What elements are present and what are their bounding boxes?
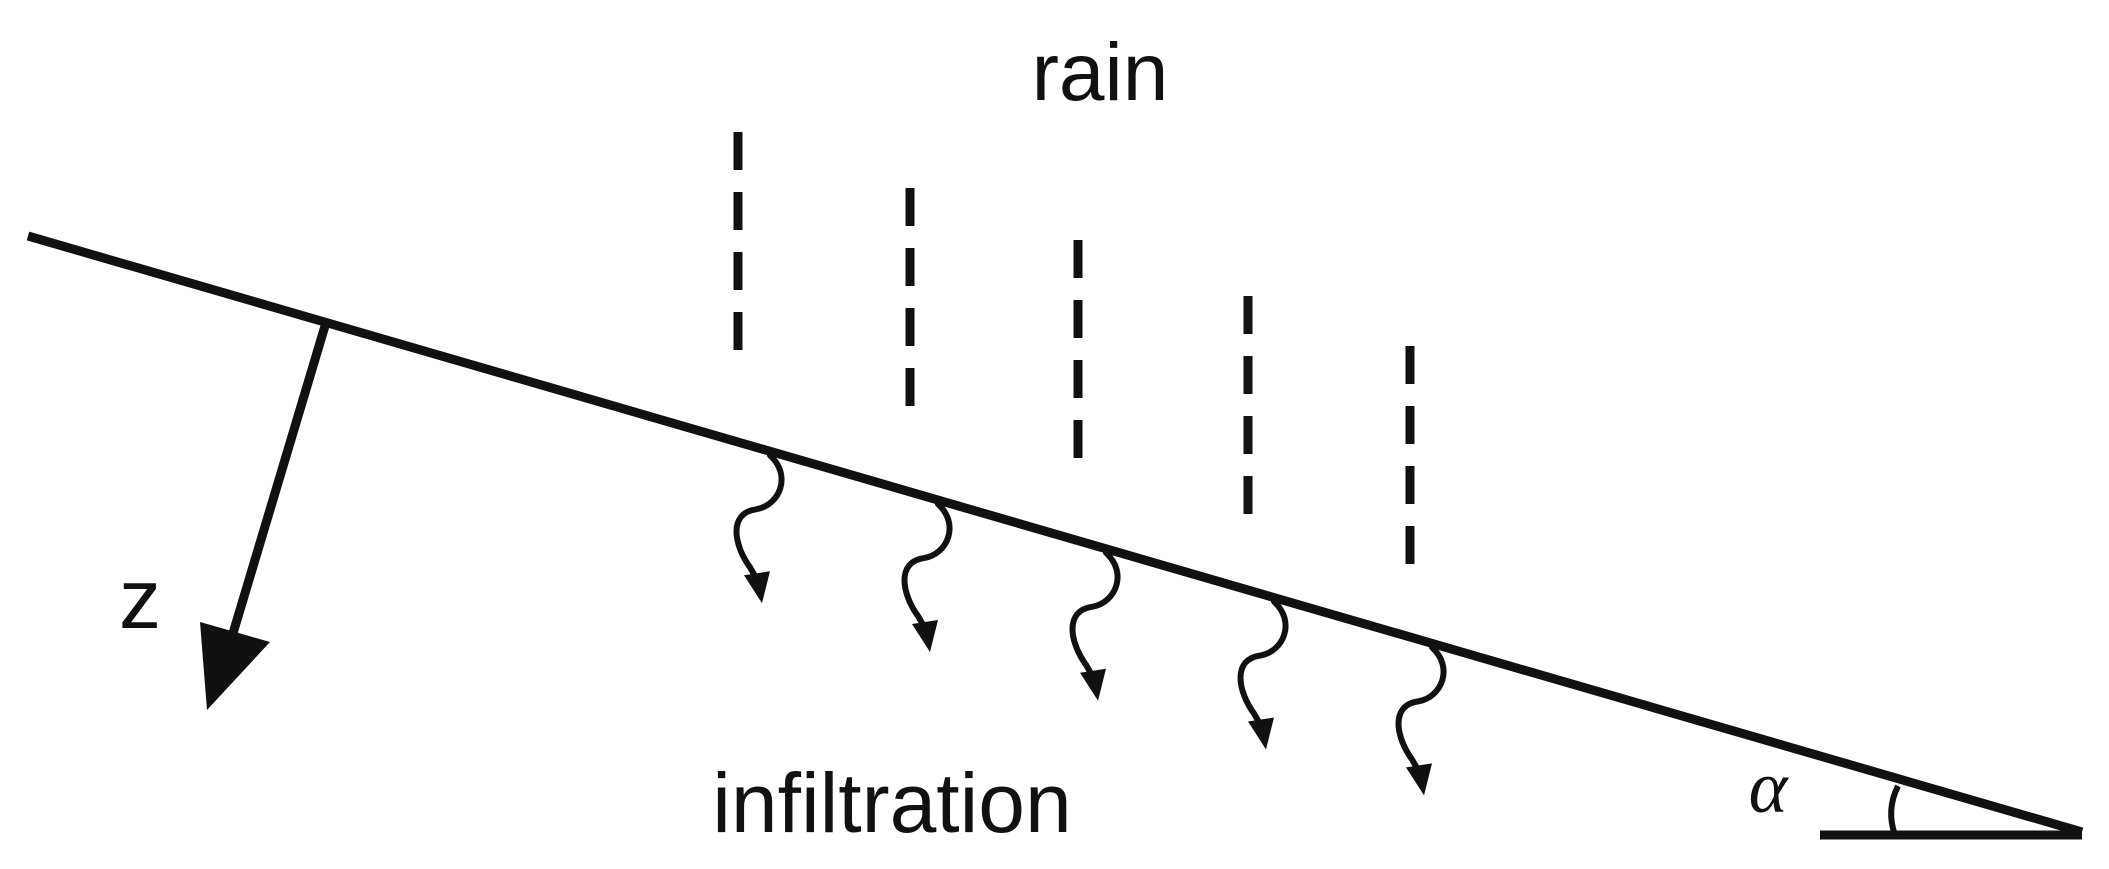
slope-angle-arc xyxy=(1888,784,1901,837)
infiltration-arrowhead xyxy=(1406,763,1432,796)
infiltration-arrow-5 xyxy=(1395,644,1447,796)
infiltration-arrow-shaft xyxy=(1069,549,1121,682)
slope-surface-line xyxy=(26,231,2084,837)
infiltration-arrow-shaft xyxy=(1237,598,1289,731)
infiltration-arrow-shaft xyxy=(901,501,953,634)
infiltration-arrow-2 xyxy=(901,501,953,653)
infiltration-arrowhead xyxy=(1248,717,1274,750)
infiltration-arrow-shaft xyxy=(733,452,785,585)
infiltration-arrowhead xyxy=(1080,668,1106,701)
slope-angle-label: α xyxy=(1749,747,1790,829)
z-axis-arrow xyxy=(200,324,330,710)
infiltration-arrows xyxy=(733,452,1447,796)
z-axis-label: z xyxy=(119,552,161,646)
infiltration-arrow-3 xyxy=(1069,549,1121,701)
rain-label: rain xyxy=(1032,27,1169,118)
z-axis-shaft xyxy=(223,324,330,652)
infiltration-arrow-shaft xyxy=(1395,644,1447,777)
infiltration-arrow-1 xyxy=(733,452,785,604)
infiltration-arrow-4 xyxy=(1237,598,1289,750)
rain-drops xyxy=(733,132,1415,574)
infiltration-label: infiltration xyxy=(712,756,1072,850)
infiltration-arrowhead xyxy=(912,620,938,653)
infiltration-arrowhead xyxy=(744,571,770,604)
z-axis-arrowhead xyxy=(200,622,270,710)
